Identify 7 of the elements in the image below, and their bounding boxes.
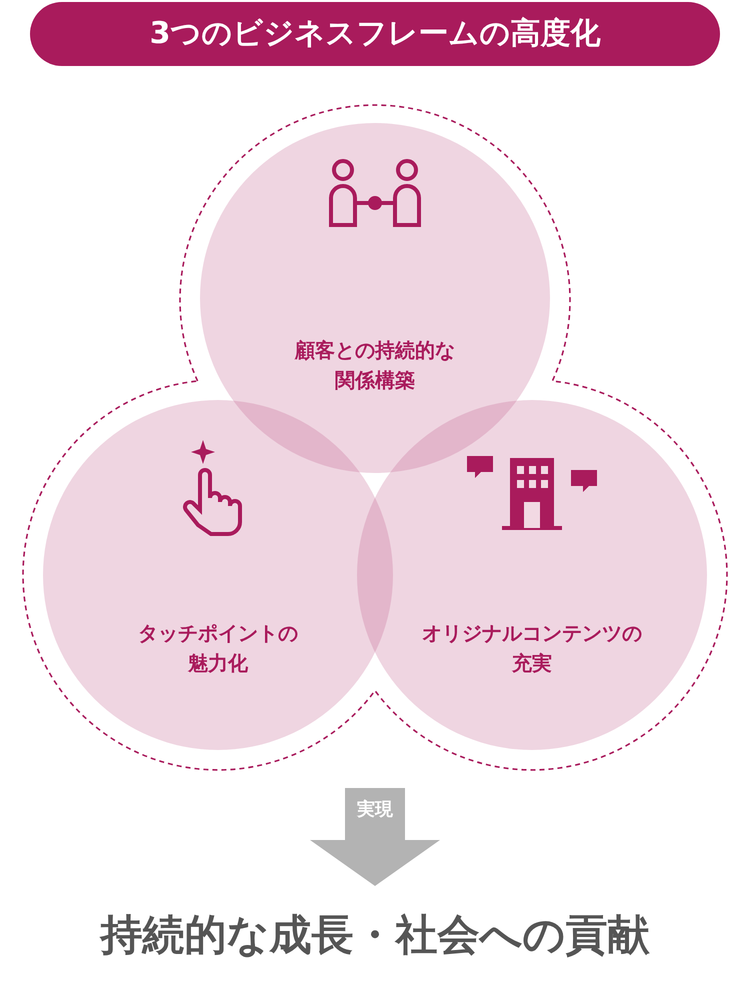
circle-label: 顧客との持続的な関係構築 [294, 337, 456, 394]
circle-label: タッチポイントの魅力化 [137, 620, 299, 677]
block-arrow [310, 788, 440, 886]
edge-label: 実現 [356, 798, 394, 822]
result-text: 持続的な成長・社会への貢献 [0, 905, 750, 965]
title-banner: 3つのビジネスフレームの高度化 [30, 2, 720, 66]
circle-label: オリジナルコンテンツの充実 [421, 620, 643, 677]
